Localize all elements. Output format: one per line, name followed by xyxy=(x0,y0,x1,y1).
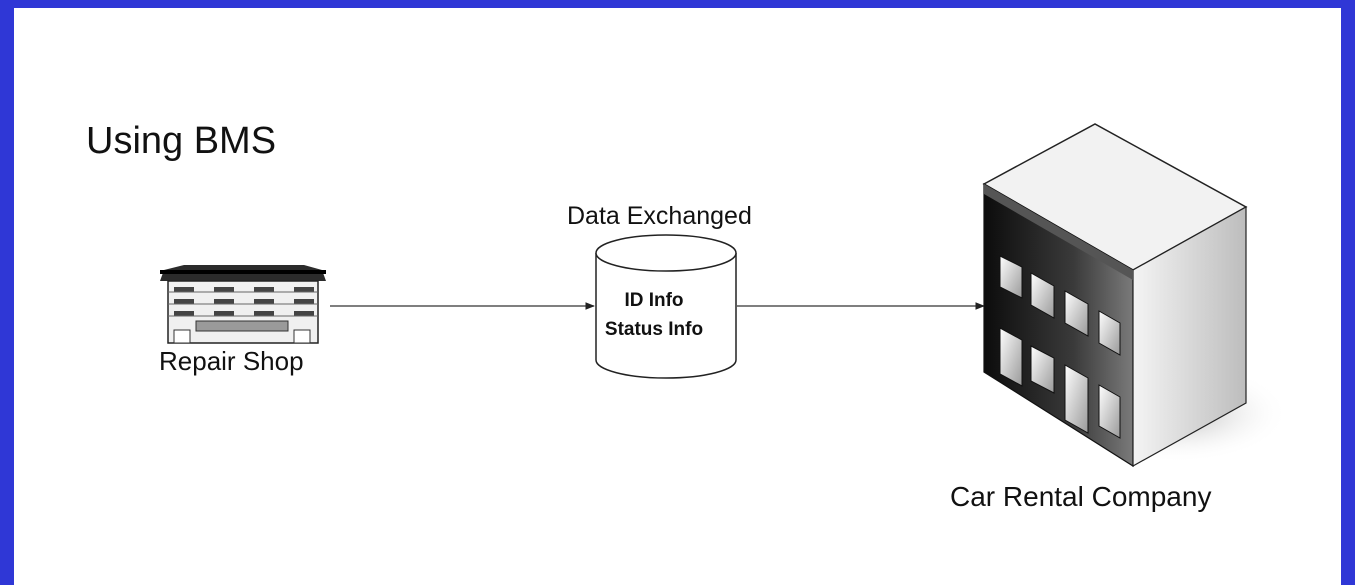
data-store-label: Data Exchanged xyxy=(567,202,752,230)
car-rental-company-label: Car Rental Company xyxy=(950,481,1212,512)
data-store-line-status-info: Status Info xyxy=(604,319,704,340)
slide-canvas: Using BMS Repair Shop Data Exchanged ID … xyxy=(14,8,1341,585)
page-title: Using BMS xyxy=(86,120,277,162)
repair-shop-icon xyxy=(160,265,326,344)
diagram-graphics xyxy=(160,123,1289,468)
data-store-line-id-info: ID Info xyxy=(624,290,684,311)
database-cylinder-icon xyxy=(595,234,737,379)
office-building-icon xyxy=(982,123,1289,468)
repair-shop-label: Repair Shop xyxy=(159,346,304,376)
